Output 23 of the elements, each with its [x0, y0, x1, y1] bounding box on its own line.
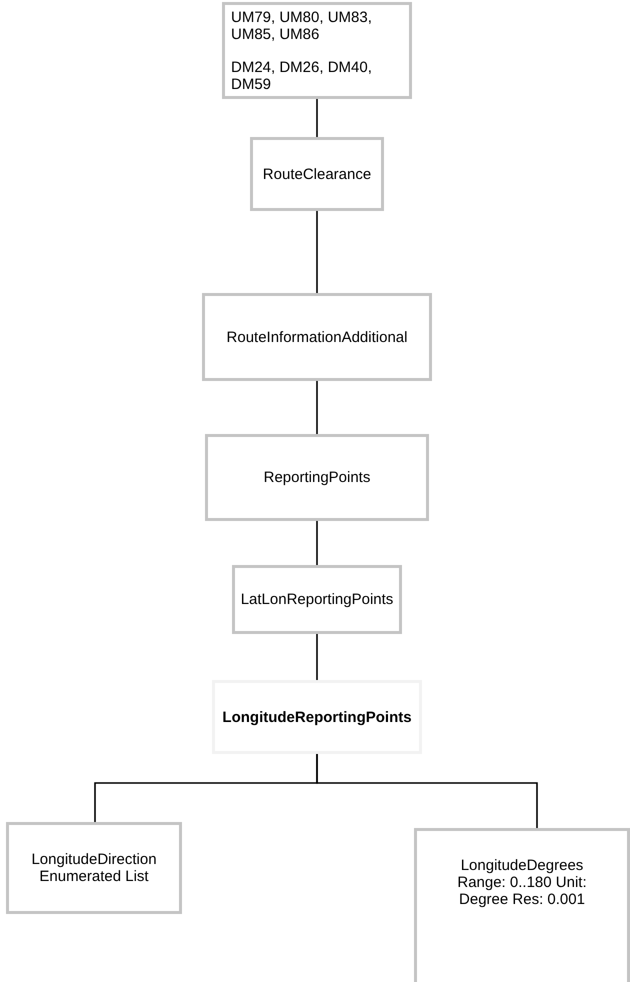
node-box — [414, 828, 630, 982]
node-label: ReportingPoints — [264, 469, 370, 486]
connector-line — [316, 754, 538, 828]
node-box — [232, 565, 402, 634]
node-box — [212, 680, 422, 754]
node-box — [205, 434, 429, 521]
connector-line — [316, 211, 318, 293]
node-box — [222, 2, 412, 99]
connector-line — [316, 634, 318, 680]
node-label: RouteClearance — [262, 166, 372, 182]
node-label: DM24, DM26, DM40, DM59 — [231, 59, 373, 93]
connector-line — [316, 521, 318, 565]
node-box — [250, 137, 384, 211]
connector-line — [316, 381, 318, 434]
node-box — [202, 293, 432, 381]
node-label: RouteInformationAdditional — [226, 328, 408, 346]
node-label: LatLonReportingPoints — [240, 591, 394, 608]
node-label: UM79, UM80, UM83, UM85, UM86 — [231, 9, 373, 43]
node-label: LongitudeReportingPoints — [222, 708, 412, 726]
connector-line — [316, 99, 318, 137]
node-label: LongitudeDegrees Range: 0..180 Unit: Degree Res: 0.001 — [457, 857, 587, 908]
node-label: LongitudeDirection Enumerated List — [30, 851, 158, 885]
node-box — [6, 822, 182, 914]
